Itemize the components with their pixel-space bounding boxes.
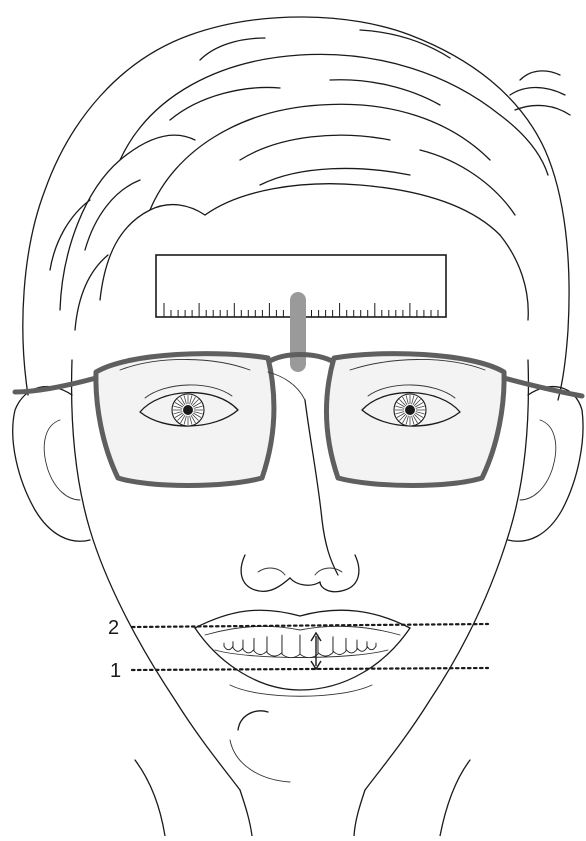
right-pupil (405, 405, 415, 415)
line-label-1: 1 (110, 660, 121, 682)
tooth (282, 635, 300, 658)
tooth (333, 638, 346, 655)
tooth (243, 640, 254, 653)
tooth (357, 641, 367, 651)
reference-line-1 (132, 668, 488, 670)
line-label-2: 2 (108, 617, 119, 639)
tooth (346, 640, 357, 653)
tooth (224, 643, 233, 650)
reference-line-2 (132, 624, 488, 627)
right-ear (508, 387, 583, 542)
ruler-mounting-rod (290, 292, 306, 372)
chin-crease (238, 711, 268, 730)
tooth (267, 636, 282, 656)
tooth (233, 641, 243, 651)
mouth (195, 610, 410, 696)
left-pupil (183, 405, 193, 415)
teeth (224, 635, 376, 658)
chin-line (230, 740, 290, 782)
tooth (367, 643, 376, 650)
right-temple (504, 378, 582, 396)
eyeglasses (15, 354, 582, 486)
left-ear (13, 387, 90, 542)
tooth (254, 638, 267, 655)
